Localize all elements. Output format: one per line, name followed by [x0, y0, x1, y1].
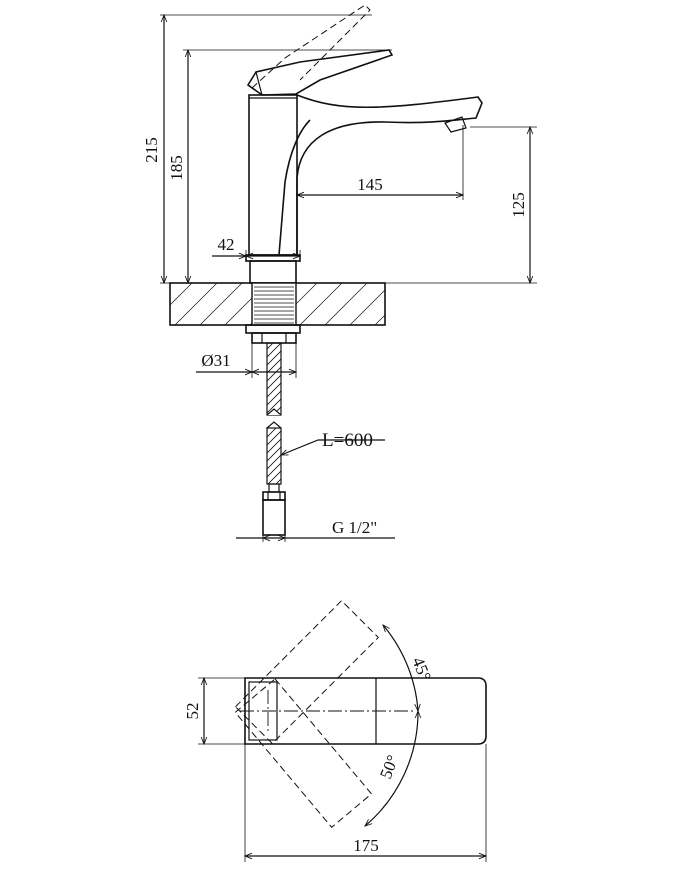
- angle-50: 50°: [376, 752, 403, 781]
- faucet-body: [248, 94, 298, 256]
- supply-hose: [262, 342, 286, 536]
- dim-hose-length: L=600: [322, 430, 373, 451]
- countertop-section: [169, 282, 386, 326]
- dim-lever-height: 185: [167, 155, 186, 181]
- dim-thread: G 1/2": [332, 518, 377, 537]
- dim-base-diameter: Ø31: [201, 351, 230, 370]
- lever-rotation-down: [234, 678, 373, 829]
- dim-body-width: 42: [218, 235, 235, 254]
- spout: [296, 94, 483, 255]
- dim-total-height: 215: [142, 137, 161, 163]
- side-view: 215 185 125 145 42 Ø31 L=600: [142, 4, 537, 542]
- dim-top-length: 175: [353, 836, 379, 855]
- dim-spout-reach: 145: [357, 175, 383, 194]
- dim-top-width: 52: [183, 703, 202, 720]
- top-body-outline: [244, 677, 487, 745]
- lever-rotation-up: [234, 599, 380, 745]
- lever-raised-outline: [251, 4, 371, 89]
- dim-spout-height: 125: [509, 192, 528, 218]
- top-view: 45° 50° 52 175: [183, 599, 488, 862]
